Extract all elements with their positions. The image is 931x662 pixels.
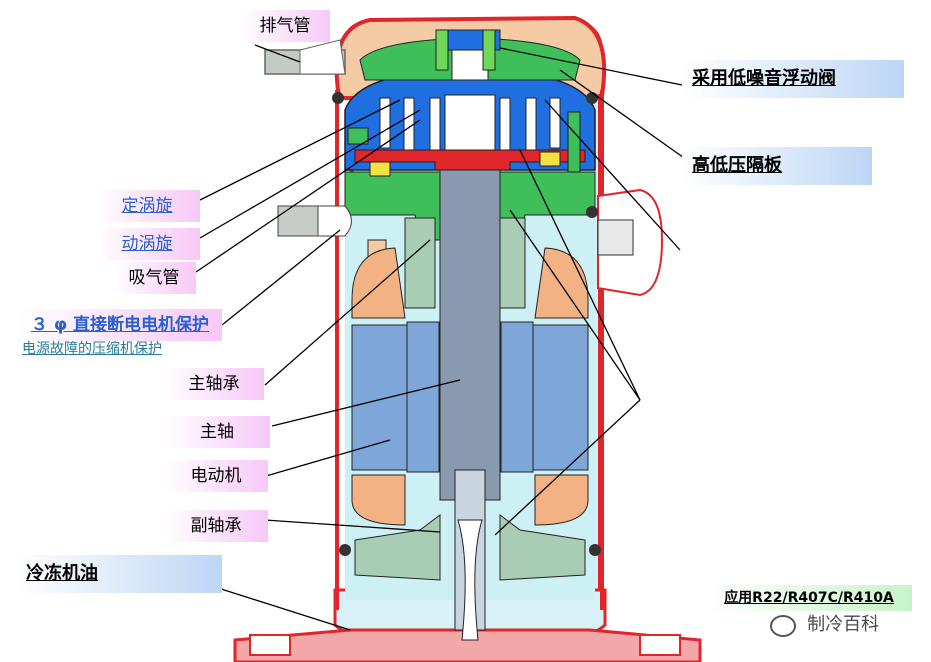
label-main-bearing: 主轴承: [164, 368, 264, 400]
terminal-box: [332, 92, 664, 297]
label-motor: 电动机: [164, 460, 268, 492]
label-motor-protection[interactable]: ３ φ 直接断电电机保护: [18, 309, 222, 341]
wechat-icon: [770, 614, 796, 637]
label-floating-valve: 采用低噪音浮动阀: [682, 60, 904, 98]
label-refrigerants: 应用R22/R407C/R410A: [706, 585, 912, 611]
label-refrigerant-oil: 冷冻机油: [16, 555, 222, 593]
watermark: 制冷百科: [770, 610, 879, 637]
label-discharge-pipe: 排气管: [240, 10, 330, 42]
leader-lines: [195, 44, 688, 631]
label-orbiting-scroll[interactable]: 动涡旋: [94, 228, 200, 260]
main-shaft: [439, 169, 501, 641]
label-phase-loss-protection[interactable]: 电源故障的压缩机保护: [22, 341, 162, 357]
watermark-text: 制冷百科: [807, 614, 880, 635]
scroll-set: [344, 29, 596, 241]
suction-pipe: [277, 205, 352, 237]
stator-rotor: [351, 321, 589, 473]
discharge-pipe: [264, 39, 346, 75]
label-partition-plate: 高低压隔板: [682, 147, 872, 185]
label-aux-bearing: 副轴承: [164, 510, 268, 542]
aux-bearing: [339, 514, 601, 581]
label-fixed-scroll[interactable]: 定涡旋: [94, 190, 200, 222]
motor-windings: [351, 247, 589, 526]
label-suction-pipe: 吸气管: [112, 262, 196, 294]
label-main-shaft: 主轴: [164, 416, 270, 448]
